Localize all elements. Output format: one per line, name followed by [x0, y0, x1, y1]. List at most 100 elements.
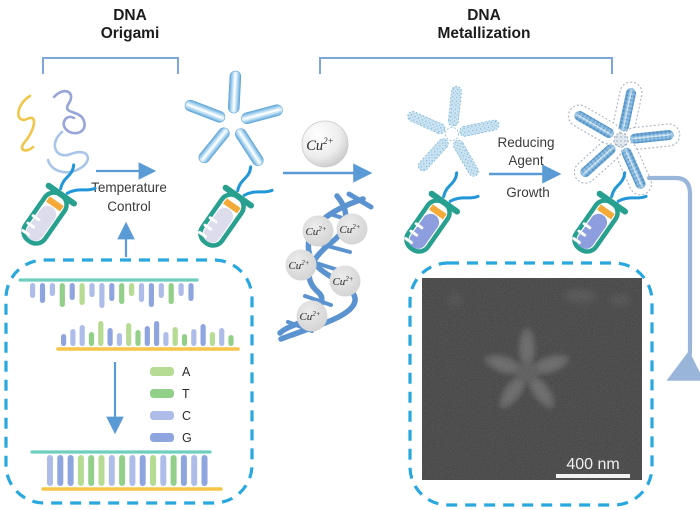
- base-bar: [129, 283, 135, 296]
- base-bar: [180, 455, 187, 486]
- metallization-bracket: [319, 57, 613, 74]
- base-bar: [139, 455, 146, 486]
- cu-sphere-element: Cu: [306, 138, 323, 154]
- star-arm: [241, 104, 283, 125]
- base-bar: [170, 455, 177, 486]
- cu-ion-label: Cu2+: [332, 275, 353, 288]
- base-bar: [59, 283, 65, 307]
- legend-swatch-T: [150, 389, 174, 398]
- legend-item-A: A: [150, 365, 191, 379]
- star-arm: [417, 138, 449, 172]
- base-bar: [135, 330, 141, 346]
- base-bar: [200, 324, 206, 346]
- origami-detail-inset: A T C G: [4, 258, 254, 505]
- star-arm: [615, 141, 653, 196]
- legend-label-G: G: [182, 431, 192, 445]
- hanging-bases: [30, 283, 194, 308]
- cu-seeded-nanostar: [407, 85, 500, 177]
- star-center: [445, 127, 459, 141]
- base-bar: [178, 283, 184, 296]
- cu-ion-bubble: Cu2+: [296, 300, 328, 332]
- base-bar: [107, 328, 113, 346]
- legend-swatch-G: [150, 433, 174, 442]
- temperature-label-line2: Control: [107, 199, 151, 214]
- dna-helix-with-cu: Cu2+ Cu2+ Cu2+ Cu2+ Cu2+: [277, 191, 374, 342]
- cu-ion-sphere: Cu2+: [301, 120, 349, 168]
- base-bar: [79, 283, 85, 305]
- origami-inset-border: [4, 258, 254, 505]
- origami-title-line1: DNA: [113, 7, 147, 24]
- base-bar: [69, 283, 75, 300]
- metallized-nanostar: [567, 81, 681, 196]
- cu-sphere-charge: 2+: [323, 136, 334, 146]
- sem-inset: 400 nm: [408, 261, 654, 507]
- helix-cu-ions: Cu2+ Cu2+ Cu2+ Cu2+ Cu2+: [285, 213, 368, 332]
- base-bar: [228, 335, 234, 346]
- legend-item-G: G: [150, 431, 192, 445]
- cu-ion-label: Cu2+: [305, 225, 326, 238]
- sem-inset-border: [408, 261, 654, 507]
- cu-ion-bubble: Cu2+: [336, 213, 368, 245]
- base-bar: [160, 455, 167, 486]
- star-arm: [573, 137, 623, 184]
- base-bar: [150, 455, 156, 486]
- origami-bracket: [42, 57, 179, 74]
- base-bar: [109, 283, 115, 301]
- origami-nanostar: [184, 70, 283, 166]
- base-bar: [79, 325, 85, 346]
- star-center: [227, 116, 239, 128]
- base-bar: [126, 323, 132, 346]
- reducing-agent-label-line2: Agent: [508, 153, 544, 168]
- sem-image: 400 nm: [422, 278, 642, 480]
- base-bar: [61, 334, 67, 346]
- legend-label-A: A: [182, 365, 191, 379]
- legend-item-T: T: [150, 387, 190, 401]
- legend-swatch-C: [150, 411, 174, 420]
- origami-title-line2: Origami: [101, 25, 160, 42]
- star-arm: [184, 99, 226, 123]
- tube-cu-loaded: [397, 166, 482, 262]
- base-bar: [181, 334, 188, 346]
- base-legend: A T C G: [150, 365, 192, 445]
- base-bar: [158, 283, 164, 298]
- legend-item-C: C: [150, 409, 191, 423]
- base-bar: [138, 283, 145, 302]
- cu-ion-bubble: Cu2+: [285, 249, 317, 281]
- svg-text:Cu2+: Cu2+: [306, 136, 334, 154]
- base-bar: [148, 283, 154, 307]
- base-bar: [89, 283, 95, 297]
- base-bar: [108, 455, 115, 486]
- base-bar: [163, 332, 169, 346]
- star-arm: [612, 81, 643, 138]
- metallization-title-line1: DNA: [467, 7, 501, 24]
- base-bar: [88, 332, 95, 346]
- base-bar: [30, 283, 36, 298]
- star-arm: [453, 139, 479, 177]
- base-bar: [144, 326, 150, 346]
- base-bar: [154, 321, 160, 346]
- base-bar: [201, 455, 208, 486]
- duplex-bases: [47, 455, 208, 486]
- star-arm: [447, 85, 462, 127]
- scaffold-staple-strands: [17, 89, 90, 174]
- base-bar: [191, 329, 197, 346]
- base-bar: [119, 283, 125, 304]
- base-bar: [129, 455, 136, 486]
- star-arm: [235, 128, 264, 166]
- star-arm: [227, 70, 242, 114]
- base-bar: [39, 283, 46, 303]
- star-arm: [459, 119, 500, 137]
- temperature-label-line1: Temperature: [91, 180, 167, 195]
- base-bar: [219, 328, 225, 346]
- sem-scale-label: 400 nm: [566, 456, 619, 473]
- base-bar: [88, 455, 95, 486]
- sem-scale-bar: [556, 474, 630, 478]
- cu-ion-label: Cu2+: [339, 223, 360, 236]
- base-bar: [172, 327, 178, 346]
- base-bar: [188, 283, 194, 301]
- legend-label-C: C: [182, 409, 191, 423]
- star-arm: [567, 104, 621, 145]
- base-bar: [99, 283, 105, 308]
- legend-label-T: T: [182, 387, 190, 401]
